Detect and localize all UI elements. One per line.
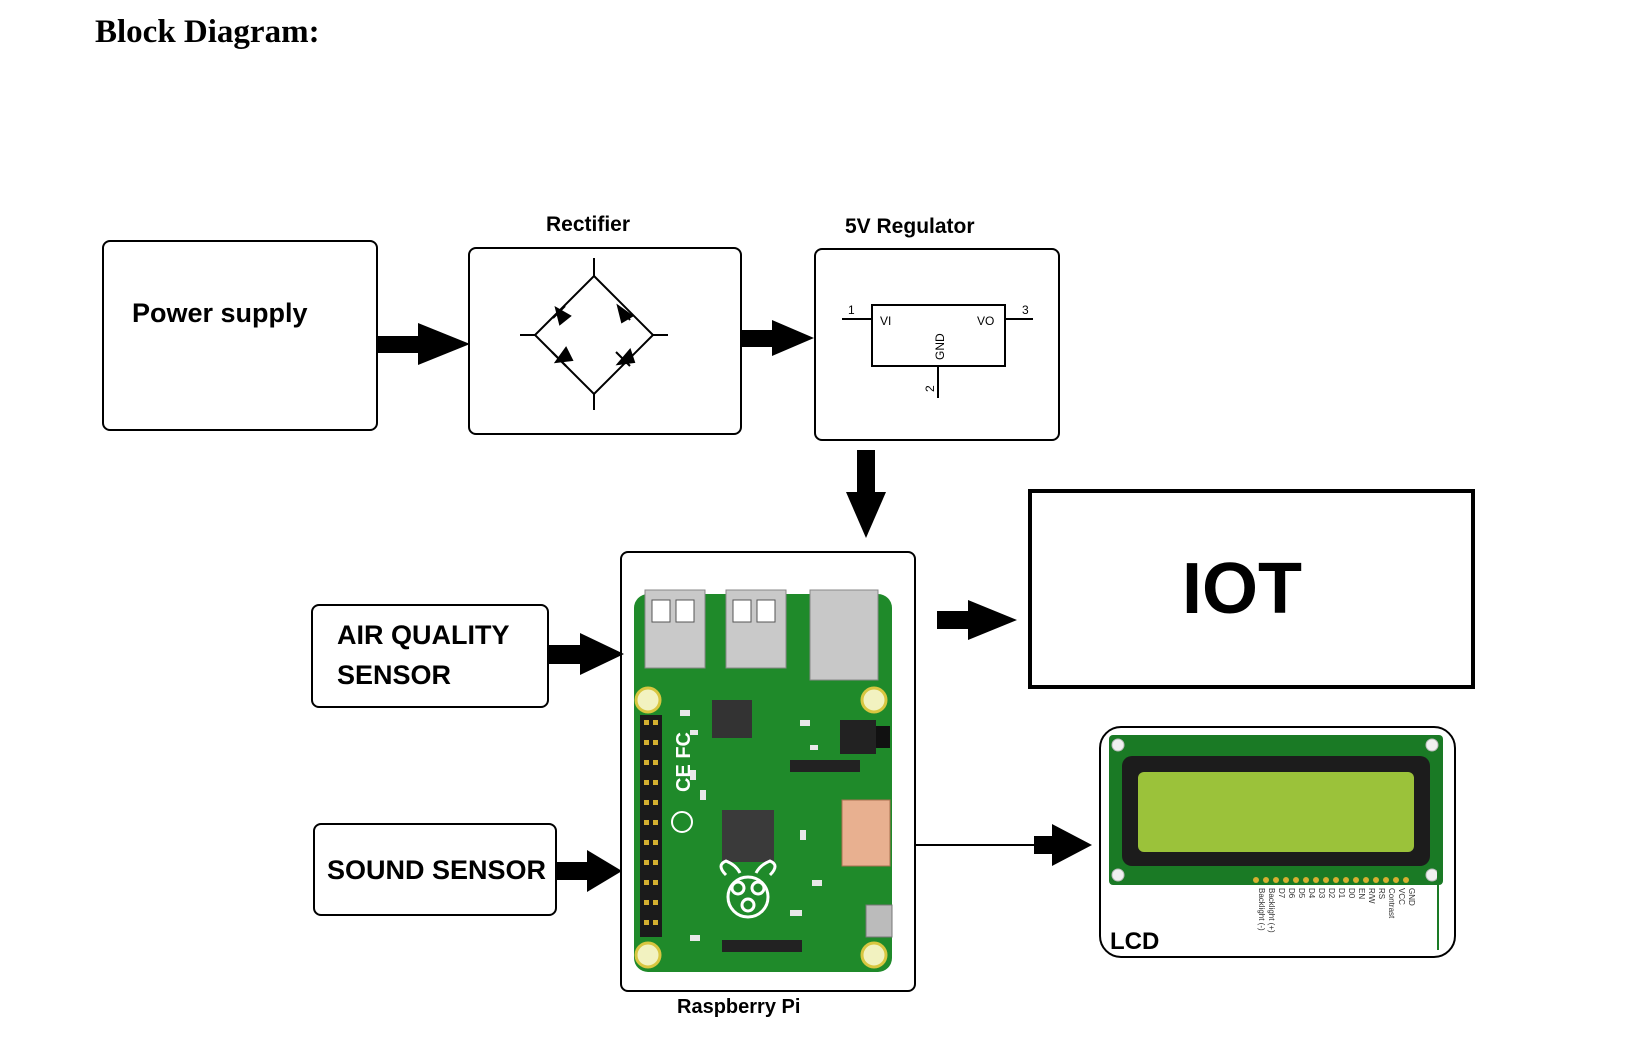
lcd-label: LCD xyxy=(1110,928,1160,955)
raspberry-pi-label: Raspberry Pi xyxy=(677,996,801,1018)
arrow-regulator-to-pi xyxy=(846,450,886,538)
air-quality-label-line2: SENSOR xyxy=(337,660,452,690)
rectifier-block xyxy=(468,247,742,435)
arrow-pi-to-iot xyxy=(937,600,1017,640)
regulator-pin-vi: VI xyxy=(880,314,891,328)
lcd-pin-label: Backlight (-) xyxy=(1257,888,1266,931)
regulator-pin-gnd: GND xyxy=(933,333,947,360)
lcd-module-image xyxy=(1109,735,1443,950)
arrow-pi-to-lcd xyxy=(916,824,1092,866)
regulator-label: 5V Regulator xyxy=(845,215,975,238)
lcd-pin-label: RS xyxy=(1377,888,1386,899)
sound-sensor-block xyxy=(313,823,557,916)
power-supply-label: Power supply xyxy=(132,298,308,328)
lcd-pin-label: GND xyxy=(1407,888,1416,906)
lcd-pin-label: R/W xyxy=(1367,888,1376,904)
lcd-pin-label: D4 xyxy=(1307,888,1316,899)
iot-block xyxy=(1028,489,1475,689)
lcd-pin-label: D0 xyxy=(1347,888,1356,899)
air-quality-sensor-block xyxy=(311,604,549,708)
sound-sensor-label: SOUND SENSOR xyxy=(327,855,547,885)
air-quality-label-line1: AIR QUALITY xyxy=(337,620,510,650)
lcd-pin-label: D6 xyxy=(1287,888,1296,899)
lcd-pin-label: EN xyxy=(1357,888,1366,899)
lcd-pin-row xyxy=(1253,877,1409,883)
lcd-pin-label: D1 xyxy=(1337,888,1346,899)
lcd-pin-label: D2 xyxy=(1327,888,1336,899)
lcd-pin-label: D7 xyxy=(1277,888,1286,899)
regulator-pin-1: 1 xyxy=(848,303,855,317)
svg-text:CE FC: CE FC xyxy=(673,732,695,792)
lcd-pin-label: Contrast xyxy=(1387,888,1396,919)
power-supply-block xyxy=(102,240,378,431)
rectifier-label: Rectifier xyxy=(546,213,631,236)
regulator-pin-2: 2 xyxy=(923,385,937,392)
regulator-pin-vo: VO xyxy=(977,314,994,328)
arrow-sound-to-pi xyxy=(557,850,622,892)
rectifier-bridge-icon xyxy=(520,258,668,410)
lcd-pin-label: D5 xyxy=(1297,888,1306,899)
regulator-pin-3: 3 xyxy=(1022,303,1029,317)
lcd-pin-label: D3 xyxy=(1317,888,1326,899)
lcd-pin-label: VCC xyxy=(1397,888,1406,905)
arrow-power-to-rectifier xyxy=(378,323,470,365)
iot-label: IOT xyxy=(1182,549,1302,629)
arrow-rectifier-to-regulator xyxy=(742,320,814,356)
arrow-air-to-pi xyxy=(549,633,624,675)
regulator-ic-icon xyxy=(842,304,1033,398)
diagram-title: Block Diagram: xyxy=(95,14,320,50)
lcd-pin-label: Backlight (+) xyxy=(1267,888,1276,933)
regulator-block xyxy=(814,248,1060,441)
raspberry-pi-board-image: CE FC xyxy=(634,589,893,972)
